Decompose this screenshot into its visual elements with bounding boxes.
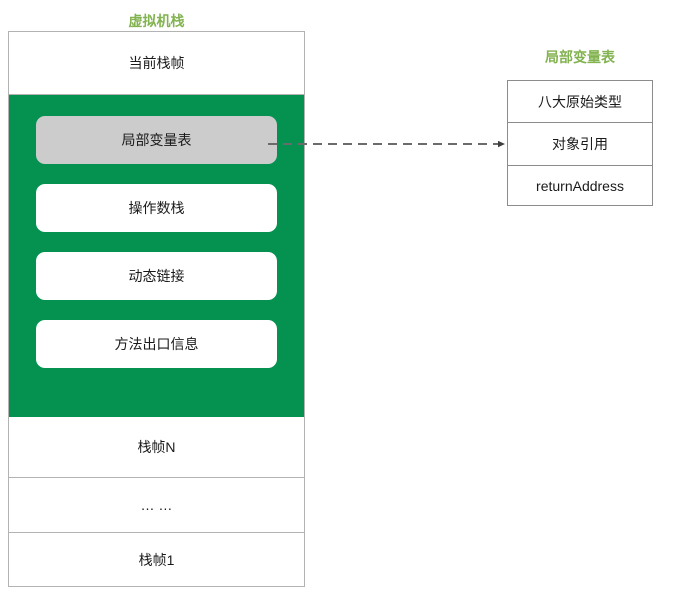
local-variable-table: 八大原始类型 对象引用 returnAddress [507, 80, 653, 206]
frame-item-dynamic-linking[interactable]: 动态链接 [36, 252, 277, 300]
lvt-row-object-reference: 对象引用 [508, 123, 652, 166]
frame-item-local-variable-table[interactable]: 局部变量表 [36, 116, 277, 164]
lvt-row-primitive-types: 八大原始类型 [508, 81, 652, 123]
frame-item-method-return-info[interactable]: 方法出口信息 [36, 320, 277, 368]
local-variable-table-title: 局部变量表 [545, 49, 615, 65]
frame-item-operand-stack[interactable]: 操作数栈 [36, 184, 277, 232]
stack-row-current-frame: 当前栈帧 [9, 32, 304, 95]
stack-row-frame-n: 栈帧N [9, 417, 304, 478]
stack-row-frame-1: 栈帧1 [138, 551, 175, 568]
lvt-row-return-address: returnAddress [536, 177, 624, 194]
vm-stack-title: 虚拟机栈 [128, 13, 185, 29]
current-frame-panel: 局部变量表 操作数栈 动态链接 方法出口信息 [9, 95, 304, 417]
vm-stack-container: 当前栈帧 局部变量表 操作数栈 动态链接 方法出口信息 栈帧N … … 栈帧1 [8, 31, 305, 587]
stack-row-ellipsis: … … [9, 478, 304, 533]
